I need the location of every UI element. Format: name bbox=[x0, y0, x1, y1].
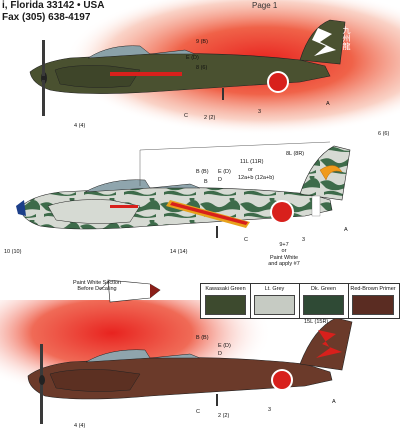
paint-section-note: Paint White Section Before Decaling bbox=[62, 280, 132, 293]
swatch-label: Kawasaki Green bbox=[205, 286, 246, 292]
callout-bot-ed: E (D) bbox=[218, 343, 231, 349]
callout-bot-a: A bbox=[332, 399, 336, 405]
callout-bot-c: C bbox=[196, 409, 200, 415]
callout-top-ed: E (D) bbox=[186, 55, 199, 61]
swatch-dk-green: Dk. Green bbox=[299, 284, 349, 318]
callout-mid-b: B bbox=[204, 179, 208, 185]
callout-top-44: 4 (4) bbox=[74, 123, 86, 129]
callout-mid-d: D bbox=[218, 177, 222, 183]
swatch-label: Dk. Green bbox=[310, 286, 337, 292]
swatch-lt-grey: Lt. Grey bbox=[250, 284, 300, 318]
tail-kanji: 九州龍 bbox=[342, 26, 351, 50]
swatch-chip bbox=[205, 295, 246, 315]
color-key: Kawasaki Green Lt. Grey Dk. Green Red-Br… bbox=[200, 283, 400, 319]
callout-bot-22: 2 (2) bbox=[218, 413, 230, 419]
callout-top-9b: 9 (B) bbox=[196, 39, 208, 45]
callout-top-3: 3 bbox=[258, 109, 262, 115]
callout-mid-66: 6 (6) bbox=[378, 131, 390, 137]
aircraft-bottom bbox=[27, 317, 353, 424]
callout-bot-3: 3 bbox=[268, 407, 272, 413]
callout-mid-3: 3 bbox=[302, 237, 306, 243]
paint-note-line-1: Paint White Section bbox=[73, 280, 121, 286]
note-line-3: Paint White bbox=[269, 254, 299, 261]
callout-bot-d: D bbox=[218, 351, 222, 357]
note-line-2: or bbox=[281, 248, 287, 255]
callout-top-c: C bbox=[184, 113, 188, 119]
callout-mid-1010: 10 (10) bbox=[4, 249, 22, 255]
callout-mid-11l: 11L (11R) bbox=[240, 159, 264, 165]
aircraft-top bbox=[29, 19, 346, 116]
swatch-red-brown-primer: Red-Brown Primer bbox=[348, 284, 398, 318]
callout-top-a: A bbox=[326, 101, 330, 107]
callout-top-86: 8 (6) bbox=[196, 65, 208, 71]
swatch-chip bbox=[254, 295, 295, 315]
callout-bot-44: 4 (4) bbox=[74, 423, 86, 429]
callout-bot-bb: B (B) bbox=[196, 335, 209, 341]
swatch-label: Red-Brown Primer bbox=[350, 286, 396, 292]
note-line-4: and apply #7 bbox=[268, 260, 300, 267]
callout-mid-8l: 8L (8R) bbox=[286, 151, 305, 157]
header-address-line: i, Florida 33142 • USA bbox=[2, 0, 105, 11]
callout-mid-ed: E (D) bbox=[218, 169, 231, 175]
swatch-chip bbox=[303, 295, 344, 315]
callout-top-22: 2 (2) bbox=[204, 115, 216, 121]
callout-mid-1414: 14 (14) bbox=[170, 249, 188, 255]
note-line-1: 9+7 bbox=[279, 242, 289, 248]
paint-note-line-2: Before Decaling bbox=[77, 286, 117, 293]
callout-mid-12ab: 12a+b (12a+b) bbox=[238, 175, 275, 181]
callout-bot-15l: 15L (15R) bbox=[304, 319, 329, 325]
header-fax-line: Fax (305) 638-4197 bbox=[2, 12, 91, 23]
callout-mid-bb: B (B) bbox=[196, 169, 209, 175]
callout-mid-c: C bbox=[244, 237, 248, 243]
swatch-label: Lt. Grey bbox=[264, 286, 285, 292]
swatch-kawasaki-green: Kawasaki Green bbox=[201, 284, 251, 318]
page-tag: Page 1 bbox=[252, 1, 278, 10]
callout-mid-or: or bbox=[248, 167, 253, 173]
callout-mid-a: A bbox=[344, 227, 348, 233]
swatch-chip bbox=[352, 295, 394, 315]
paint-white-note: 9+7 or Paint White and apply #7 bbox=[258, 242, 310, 267]
nose-detail-sketch bbox=[99, 279, 161, 303]
aircraft-middle bbox=[16, 145, 351, 238]
